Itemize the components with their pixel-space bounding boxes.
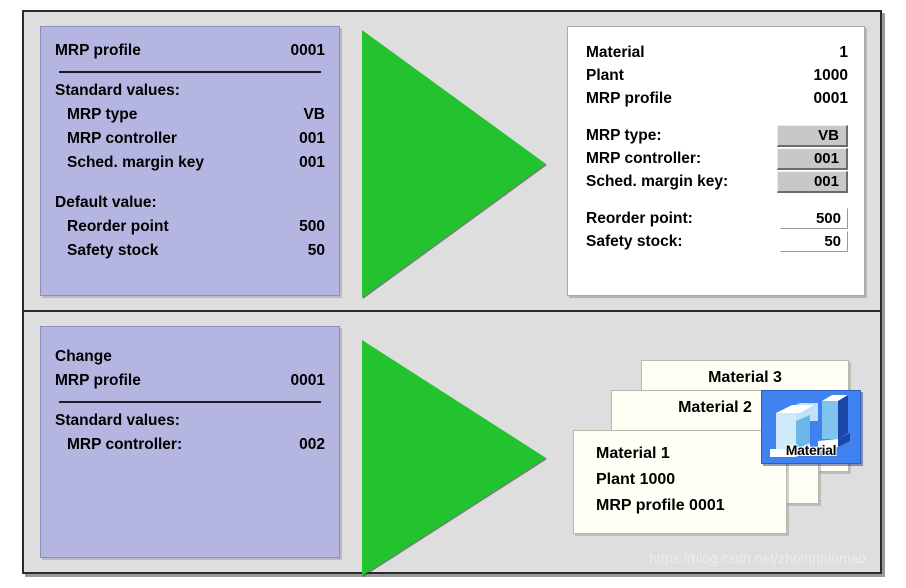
field-label: MRP profile: [586, 90, 672, 107]
green-right-arrow-icon: [362, 30, 546, 298]
material-icon-caption: Material: [785, 442, 837, 458]
field-label: Safety stock:: [586, 233, 683, 250]
default-value-value: 500: [299, 218, 325, 235]
section-divider: [24, 310, 880, 312]
material-header-row-mrp-profile: MRP profile 0001: [586, 87, 848, 110]
field-label: Sched. margin key:: [586, 173, 729, 190]
standard-value-value: 001: [299, 154, 325, 171]
standard-value-label: Sched. margin key: [67, 154, 204, 171]
material-field-row-mrp-controller: MRP controller: 001: [586, 147, 848, 170]
change-profile-title-value: 0001: [290, 372, 325, 389]
sched-margin-key-input[interactable]: 001: [777, 170, 848, 193]
mrp-profile-definition-panel: MRP profile 0001 Standard values: MRP ty…: [40, 26, 340, 296]
field-label: Material: [586, 44, 645, 61]
field-value: 0001: [813, 90, 848, 107]
default-value-label: Safety stock: [67, 242, 159, 259]
material-card-line: Material 1: [596, 445, 670, 462]
standard-value-row-mrp-type: MRP type VB: [55, 103, 325, 127]
reorder-point-input[interactable]: 500: [780, 208, 848, 229]
material-card-line: Plant 1000: [596, 471, 676, 488]
change-action-label: Change: [55, 348, 112, 365]
field-value: 1: [839, 44, 848, 61]
panel-spacer: [55, 175, 325, 191]
change-standard-values-heading: Standard values:: [55, 412, 180, 429]
scenario-change-row: Change MRP profile 0001 Standard values:…: [24, 312, 880, 576]
standard-values-heading: Standard values:: [55, 82, 180, 99]
standard-value-row-sched-margin-key: Sched. margin key 001: [55, 151, 325, 175]
change-profile-title-row: MRP profile 0001: [55, 369, 325, 393]
change-standard-value-value: 002: [299, 436, 325, 453]
field-label: Reorder point:: [586, 210, 693, 227]
mrp-profile-change-panel: Change MRP profile 0001 Standard values:…: [40, 326, 340, 558]
profile-header-rule: [59, 71, 321, 73]
standard-value-value: 001: [299, 130, 325, 147]
default-value-row-safety-stock: Safety stock 50: [55, 239, 325, 263]
mrp-controller-input[interactable]: 001: [777, 147, 848, 170]
mrp-profile-diagram: MRP profile 0001 Standard values: MRP ty…: [22, 10, 882, 576]
screen-spacer: [586, 110, 848, 124]
material-card-line: MRP profile 0001: [596, 497, 725, 514]
material-blocks-svg: [770, 395, 850, 457]
standard-value-row-mrp-controller: MRP controller 001: [55, 127, 325, 151]
default-value-row-reorder-point: Reorder point 500: [55, 215, 325, 239]
material-3d-blocks-icon: Material: [761, 390, 861, 464]
material-card-1: Material 1 Plant 1000 MRP profile 0001: [573, 430, 787, 534]
safety-stock-input[interactable]: 50: [780, 231, 848, 252]
change-standard-value-label: MRP controller:: [67, 436, 183, 453]
default-value-label: Reorder point: [67, 218, 169, 235]
standard-value-value: VB: [303, 106, 325, 123]
mrp-type-input[interactable]: VB: [777, 124, 848, 147]
standard-value-label: MRP type: [67, 106, 138, 123]
field-label: MRP type:: [586, 127, 662, 144]
material-card-stack: Material 3 Material 2 Material 1 Plant 1…: [567, 342, 867, 562]
material-field-row-reorder-point: Reorder point: 500: [586, 207, 848, 230]
default-value-value: 50: [307, 242, 325, 259]
material-card-title: Material 3: [708, 369, 782, 386]
green-right-arrow-icon: [362, 340, 546, 576]
standard-value-label: MRP controller: [67, 130, 177, 147]
field-label: MRP controller:: [586, 150, 702, 167]
scenario-create-row: MRP profile 0001 Standard values: MRP ty…: [24, 12, 880, 310]
profile-title-value: 0001: [290, 42, 325, 59]
default-value-heading: Default value:: [55, 194, 157, 211]
watermark-text: https://blog.csdn.net/zhongguomao: [649, 551, 866, 566]
change-header-rule: [59, 401, 321, 403]
material-master-screen-panel: Material 1 Plant 1000 MRP profile 0001 M…: [567, 26, 865, 296]
screen-spacer: [586, 193, 848, 207]
profile-title-label: MRP profile: [55, 42, 141, 59]
field-label: Plant: [586, 67, 624, 84]
profile-title-row: MRP profile 0001: [55, 39, 325, 63]
material-field-row-safety-stock: Safety stock: 50: [586, 230, 848, 253]
material-header-row-plant: Plant 1000: [586, 64, 848, 87]
change-standard-value-row-mrp-controller: MRP controller: 002: [55, 433, 325, 457]
material-card-title: Material 2: [678, 399, 752, 416]
field-value: 1000: [813, 67, 848, 84]
material-field-row-mrp-type: MRP type: VB: [586, 124, 848, 147]
material-header-row-material: Material 1: [586, 41, 848, 64]
material-field-row-sched-margin-key: Sched. margin key: 001: [586, 170, 848, 193]
change-profile-title-label: MRP profile: [55, 372, 141, 389]
